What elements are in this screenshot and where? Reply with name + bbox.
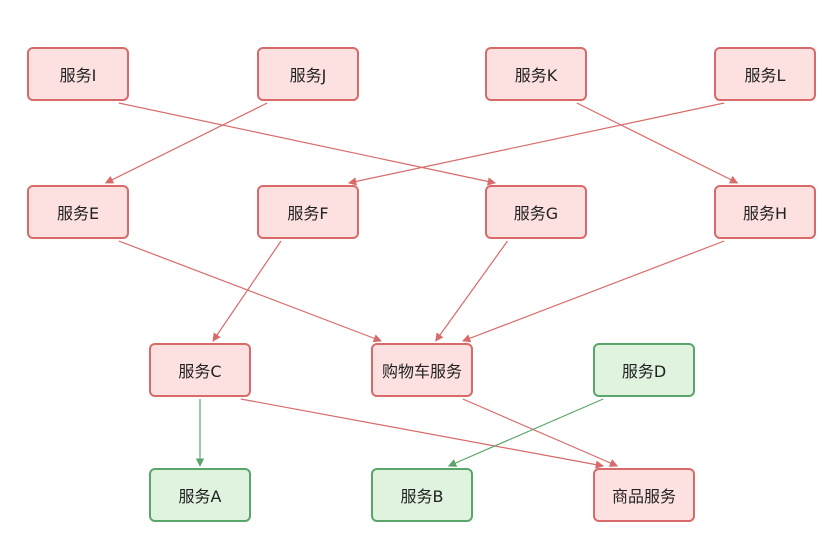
node-service-h[interactable]: 服务H <box>714 185 816 239</box>
node-service-j[interactable]: 服务J <box>257 47 359 101</box>
edge-L-to-F <box>347 102 725 186</box>
edge-K-to-H <box>576 102 739 184</box>
node-cart-service[interactable]: 购物车服务 <box>371 343 473 397</box>
node-service-d[interactable]: 服务D <box>593 343 695 397</box>
node-goods-service[interactable]: 商品服务 <box>593 468 695 522</box>
edge-D-to-B <box>447 398 604 467</box>
node-service-a[interactable]: 服务A <box>149 468 251 522</box>
edge-C-to-goods <box>240 398 605 469</box>
edge-E-to-cart <box>118 240 382 343</box>
edge-J-to-E <box>104 102 268 184</box>
edge-G-to-cart <box>435 240 508 342</box>
node-service-e[interactable]: 服务E <box>27 185 129 239</box>
node-service-g[interactable]: 服务G <box>485 185 587 239</box>
edge-H-to-cart <box>462 240 725 343</box>
node-service-k[interactable]: 服务K <box>485 47 587 101</box>
node-service-l[interactable]: 服务L <box>714 47 816 101</box>
node-service-f[interactable]: 服务F <box>257 185 359 239</box>
edge-I-to-G <box>118 102 497 186</box>
node-service-i[interactable]: 服务I <box>27 47 129 101</box>
node-service-b[interactable]: 服务B <box>371 468 473 522</box>
edge-F-to-C <box>212 240 282 342</box>
node-service-c[interactable]: 服务C <box>149 343 251 397</box>
edge-cart-to-goods <box>462 398 619 467</box>
